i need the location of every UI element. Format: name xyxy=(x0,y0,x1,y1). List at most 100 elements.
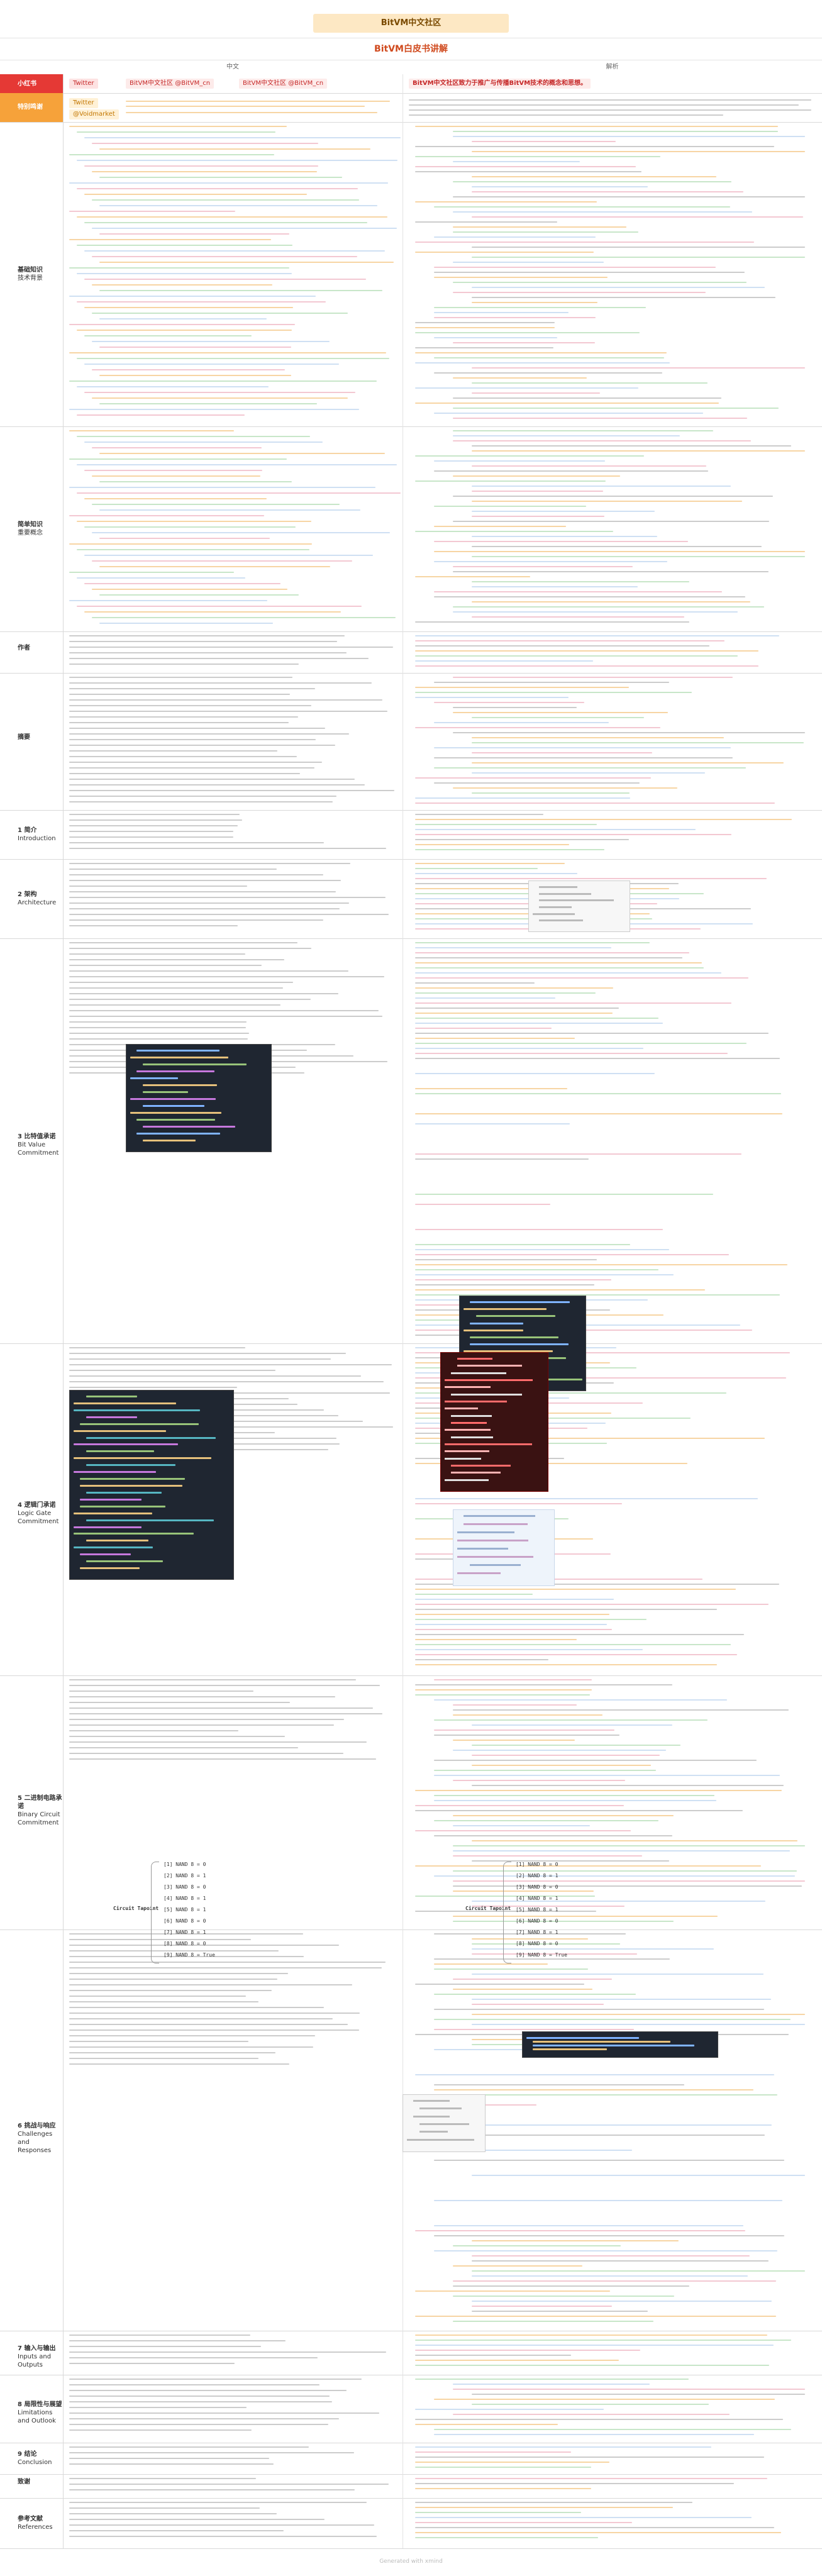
text-line xyxy=(69,762,323,763)
text-line xyxy=(69,767,315,769)
text-line xyxy=(453,1815,674,1816)
text-line xyxy=(415,1629,612,1630)
text-line xyxy=(69,842,324,843)
text-line xyxy=(453,1845,805,1846)
text-line xyxy=(69,2357,318,2358)
text-line xyxy=(415,2074,774,2075)
text-line xyxy=(99,318,267,319)
code-line xyxy=(445,1457,482,1460)
text-line xyxy=(69,1381,384,1382)
section-title: 摘要 xyxy=(18,734,30,741)
text-line xyxy=(415,1352,791,1353)
text-line xyxy=(415,645,710,647)
text-line xyxy=(69,239,272,240)
text-line xyxy=(415,982,535,984)
circuit-row: [5] NAND 8 = 1 xyxy=(164,1907,206,1913)
text-line xyxy=(92,447,262,448)
text-line xyxy=(69,1364,392,1365)
code-line xyxy=(74,1430,167,1432)
text-line xyxy=(415,687,629,688)
text-line xyxy=(69,1347,245,1348)
twitter-tag[interactable]: Twitter xyxy=(69,79,98,89)
text-line xyxy=(415,1584,779,1585)
code-line xyxy=(143,1091,188,1093)
text-line xyxy=(472,2270,805,2272)
text-line xyxy=(472,2311,648,2312)
code-line xyxy=(464,1350,553,1353)
text-line xyxy=(415,2507,674,2508)
text-line xyxy=(453,262,604,263)
section-label-abstract: 摘要 xyxy=(0,673,64,810)
code-line xyxy=(130,1057,228,1058)
code-line xyxy=(86,1560,163,1563)
text-line xyxy=(415,1158,589,1160)
text-line xyxy=(472,465,706,467)
section-subtitle: Logic Gate Commitment xyxy=(18,1510,59,1525)
text-line xyxy=(415,1624,607,1625)
text-line xyxy=(69,1375,361,1377)
text-line xyxy=(415,2527,775,2528)
text-line xyxy=(453,611,738,613)
text-line xyxy=(434,337,557,338)
text-line xyxy=(472,762,784,763)
code-line xyxy=(445,1429,491,1431)
text-line xyxy=(472,586,638,587)
text-line xyxy=(415,1609,717,1610)
text-line xyxy=(453,161,580,162)
text-line xyxy=(415,146,775,147)
text-line xyxy=(69,1984,352,1985)
handle-tag-2[interactable]: BitVM中文社区 @BitVM_cn xyxy=(239,79,328,89)
text-line xyxy=(415,2150,632,2151)
text-line xyxy=(69,658,369,659)
text-line xyxy=(472,2301,772,2302)
text-line xyxy=(415,697,569,698)
text-line xyxy=(77,216,387,218)
section-title: 致谢 xyxy=(18,2479,30,2485)
text-line xyxy=(453,2384,650,2385)
text-line xyxy=(69,2379,362,2380)
text-line xyxy=(434,1795,714,1796)
text-line xyxy=(453,196,805,197)
translator-handle[interactable]: @Voidmarket xyxy=(69,109,119,119)
text-line xyxy=(92,228,397,229)
text-line xyxy=(69,801,333,802)
text-line xyxy=(472,176,716,177)
text-line xyxy=(409,109,811,111)
text-line xyxy=(434,2029,634,2030)
code-line xyxy=(464,1329,523,1331)
text-line xyxy=(472,1745,680,1746)
section-title: 基础知识 xyxy=(18,267,43,274)
handle-tag-1[interactable]: BitVM中文社区 @BitVM_cn xyxy=(126,79,214,89)
text-line xyxy=(415,873,578,874)
text-line xyxy=(69,976,385,977)
text-line xyxy=(69,2446,309,2448)
text-line xyxy=(69,2041,249,2042)
text-line xyxy=(434,1968,588,1970)
section-title: 9 结论 xyxy=(18,2451,37,2458)
text-line xyxy=(69,1696,336,1697)
twitter-tag-2[interactable]: Twitter xyxy=(69,98,98,108)
text-line xyxy=(472,1755,660,1756)
text-line xyxy=(77,273,292,274)
text-line xyxy=(415,2424,558,2425)
circuit-tapoint-figure-right: Circuit Tapoint [1] NAND 8 = 0[2] NAND 8… xyxy=(465,1862,591,1975)
text-line xyxy=(472,2014,805,2015)
text-line xyxy=(415,2457,764,2458)
text-line xyxy=(453,2135,765,2136)
text-line xyxy=(69,959,285,960)
text-line xyxy=(472,772,705,774)
text-line xyxy=(69,784,365,786)
text-line xyxy=(434,1760,757,1761)
text-line xyxy=(99,177,342,178)
text-line xyxy=(415,1790,782,1791)
text-line xyxy=(453,292,706,293)
text-line xyxy=(434,767,746,769)
text-line xyxy=(434,782,640,784)
text-line xyxy=(434,2089,753,2090)
text-line xyxy=(472,257,805,258)
text-line xyxy=(69,2007,324,2008)
